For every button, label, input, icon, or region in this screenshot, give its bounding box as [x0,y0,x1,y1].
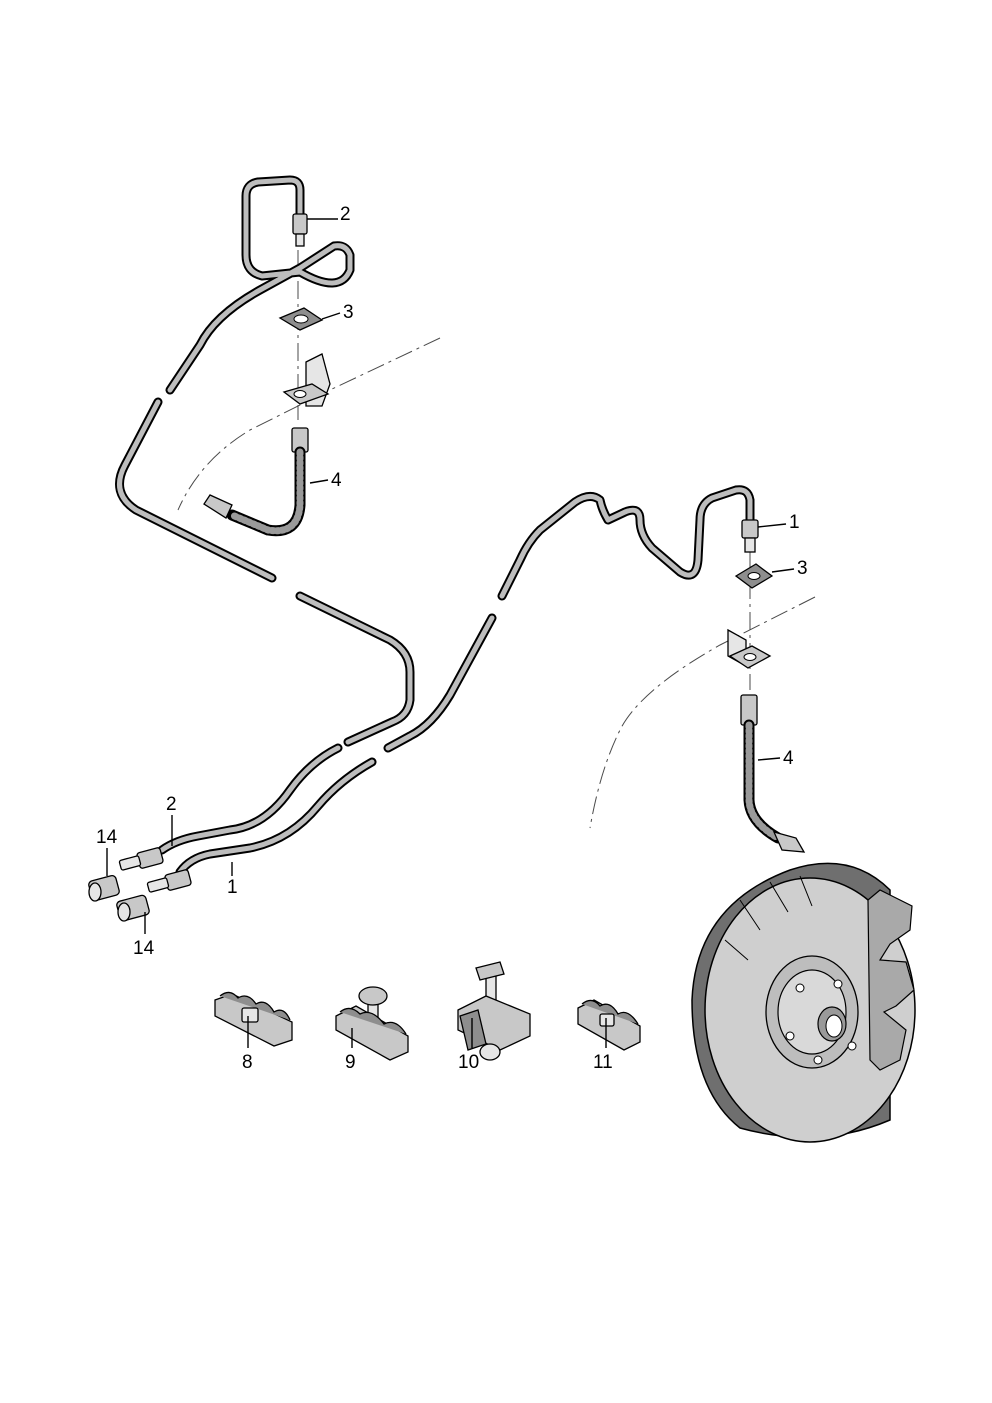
upper-pipe-union [292,213,308,247]
callout-holder-10: 10 [458,1052,479,1073]
right-mounting-bracket [727,628,772,669]
pipe-1-end-nut [146,869,192,893]
phantom-lines [177,250,816,829]
upper-retaining-clip [278,307,324,331]
callout-right-clip: 3 [797,558,808,579]
callout-holder-8: 8 [242,1052,253,1073]
callout-holder-11: 11 [593,1052,613,1073]
leader-lines [106,218,795,1048]
right-retaining-clip [734,563,774,589]
pipe-holder-10 [457,961,531,1061]
right-pipe-union [741,519,759,553]
callout-right-pipe-end: 1 [789,512,800,533]
upper-mounting-bracket [282,353,331,407]
callout-left-pipe-2: 2 [166,794,177,815]
brake-pipe-lower [175,485,755,877]
right-brake-hose [740,694,806,853]
callout-adapter-lower: 14 [133,938,155,959]
callout-upper-clip: 3 [343,302,354,323]
callout-left-pipe-1: 1 [227,877,238,898]
pipe-holder-8 [214,991,293,1047]
adapter-14-upper [88,874,120,902]
brake-pipe-upper [115,175,415,855]
callout-adapter-upper: 14 [96,827,118,848]
callout-upper-pipe-end: 2 [340,204,351,225]
brake-disc [691,862,916,1143]
callout-upper-hose: 4 [331,470,342,491]
upper-brake-hose [203,427,309,537]
callout-right-hose: 4 [783,748,794,769]
pipe-2-end-nut [118,847,164,871]
pipe-holder-11 [577,999,641,1051]
pipe-holder-9 [335,986,409,1061]
callouts: 2 3 4 1 3 4 2 1 14 14 8 9 10 11 [96,204,808,1073]
callout-holder-9: 9 [345,1052,356,1073]
adapter-14-lower [116,894,150,922]
